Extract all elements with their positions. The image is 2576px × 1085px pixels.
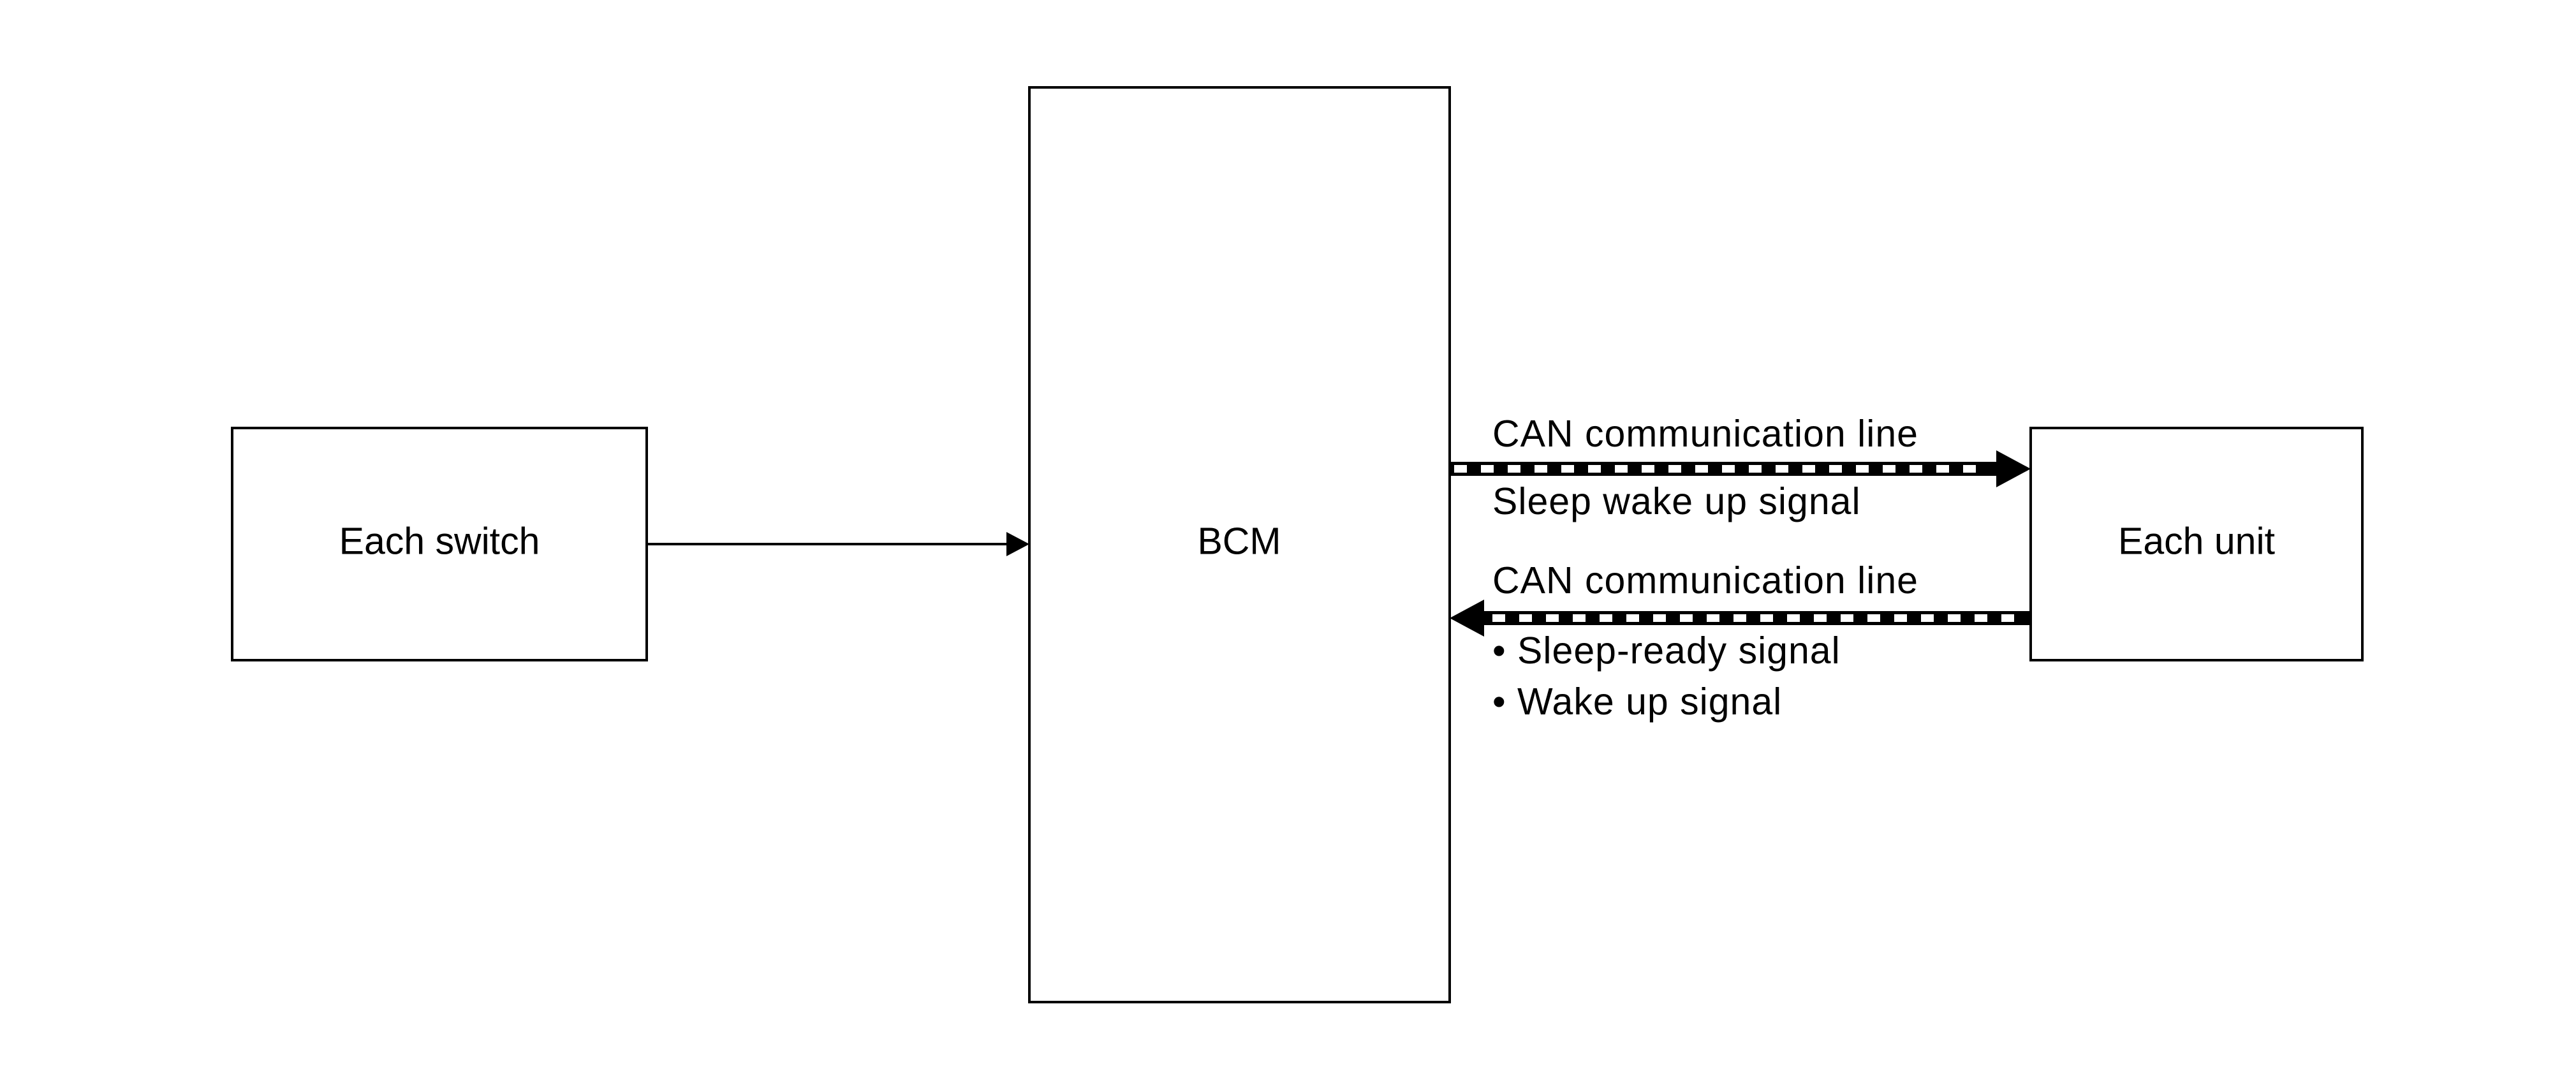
can-line-outgoing-arrowhead bbox=[1996, 450, 2031, 487]
each-unit-box bbox=[2029, 427, 2364, 661]
bcm-block: BCM bbox=[1028, 86, 1451, 1003]
can-line-bcm-to-unit: CAN communication line Sleep wake up sig… bbox=[1450, 413, 2031, 522]
bcm-label: BCM bbox=[1197, 520, 1281, 563]
can-line-incoming-arrowhead bbox=[1450, 600, 1484, 637]
can-line-incoming-label: CAN communication line bbox=[1492, 559, 1918, 602]
can-line-incoming-bar bbox=[1484, 611, 2031, 625]
bcm-box bbox=[1028, 86, 1451, 1003]
sleep-ready-signal-label: • Sleep-ready signal bbox=[1492, 630, 1841, 672]
switch-to-bcm-arrow bbox=[647, 532, 1029, 556]
switch-to-bcm-arrowhead bbox=[1006, 532, 1029, 556]
sleep-wake-up-signal-label: Sleep wake up signal bbox=[1492, 480, 1861, 522]
each-unit-block: Each unit bbox=[2029, 427, 2364, 661]
can-line-outgoing-label: CAN communication line bbox=[1492, 413, 1918, 455]
each-switch-label: Each switch bbox=[339, 520, 540, 563]
each-unit-label: Each unit bbox=[2118, 520, 2275, 563]
each-switch-box bbox=[231, 427, 648, 661]
can-line-unit-to-bcm: CAN communication line • Sleep-ready sig… bbox=[1450, 559, 2031, 723]
each-switch-block: Each switch bbox=[231, 427, 648, 661]
wake-up-signal-label: • Wake up signal bbox=[1492, 681, 1782, 723]
